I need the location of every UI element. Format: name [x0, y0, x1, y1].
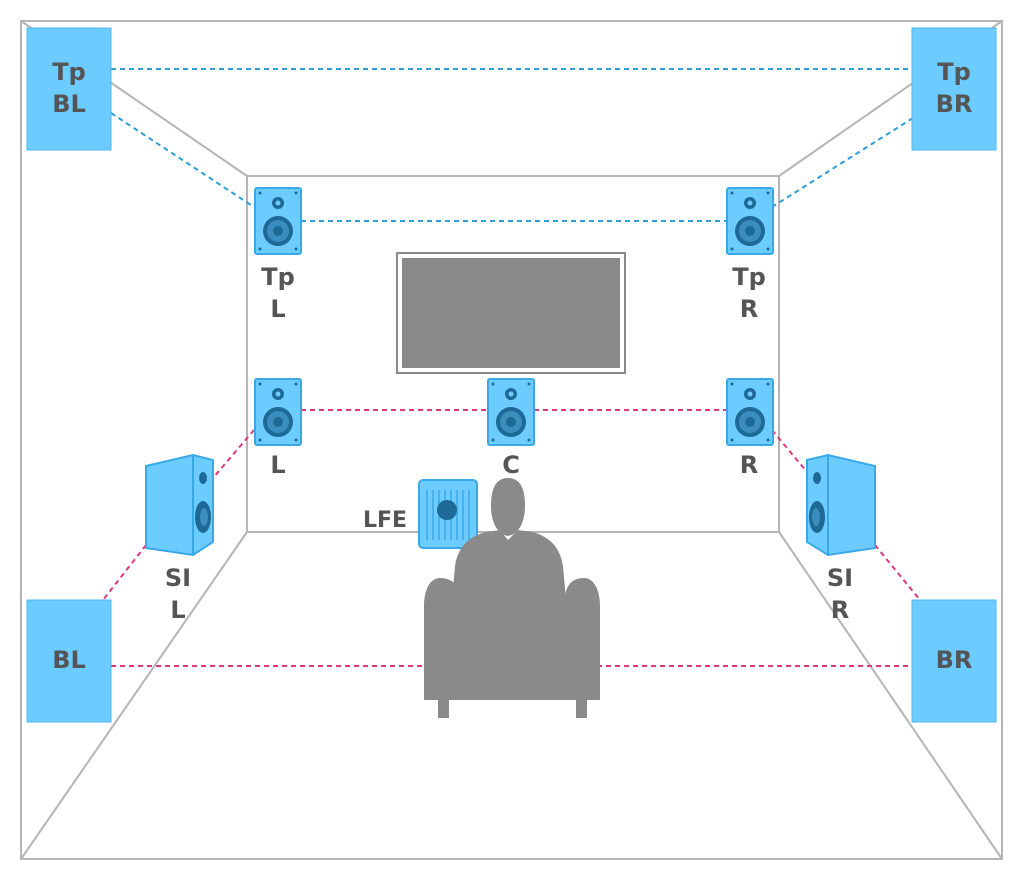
speaker-right: R [726, 378, 774, 479]
label-center: C [502, 451, 520, 479]
label-back-right: BR [936, 646, 973, 674]
label-top-back-right-line2: BR [936, 90, 973, 118]
subwoofer: LFE [363, 479, 478, 549]
speaker-back-right: BR [911, 599, 997, 723]
line-sil-bl [102, 544, 147, 601]
label-side-left-line1: SI [165, 564, 191, 592]
subwoofer-driver-icon [437, 500, 457, 520]
speaker-top-left: Tp L [254, 187, 302, 323]
speaker-icon [487, 378, 535, 446]
room-edge-bottom-left [20, 531, 248, 860]
label-top-back-left-line2: BL [52, 90, 86, 118]
tweeter-icon [813, 472, 821, 484]
speaker-side-left: SI L [145, 453, 214, 624]
label-right: R [740, 451, 758, 479]
tv-screen [396, 252, 626, 374]
room-edge-bottom-right [778, 531, 1003, 860]
speaker-side-right: SI R [806, 453, 876, 624]
label-top-left-line2: L [270, 295, 285, 323]
label-top-right-line2: R [740, 295, 758, 323]
speaker-top-right: Tp R [726, 187, 774, 323]
person-head [491, 478, 525, 536]
speaker-icon [254, 187, 302, 255]
speaker-icon [726, 187, 774, 255]
armchair [424, 578, 600, 718]
speaker-icon [726, 378, 774, 446]
line-tpbl-tpl [110, 112, 255, 208]
speaker-top-back-right: Tp BR [911, 27, 997, 151]
speaker-left: L [254, 378, 302, 479]
line-tpbr-tpr [771, 117, 914, 208]
speaker-top-back-left: Tp BL [26, 27, 112, 151]
line-sir-br [874, 544, 921, 601]
label-side-left-line2: L [170, 596, 185, 624]
label-top-back-left-line1: Tp [52, 58, 86, 86]
label-subwoofer: LFE [363, 508, 407, 533]
tweeter-icon [199, 472, 207, 484]
label-side-right-line1: SI [827, 564, 853, 592]
line-r-sir [771, 429, 813, 479]
label-side-right-line2: R [831, 596, 849, 624]
person-torso [452, 530, 566, 600]
label-left: L [270, 451, 285, 479]
height-channel-lines [110, 68, 914, 222]
speaker-back-left: BL [26, 599, 112, 723]
room-outer-frame [20, 20, 1003, 860]
label-back-left: BL [52, 646, 86, 674]
speaker-icon [254, 378, 302, 446]
speaker-center: C [487, 378, 535, 479]
label-top-back-right-line1: Tp [937, 58, 971, 86]
line-l-sil [212, 429, 255, 479]
listener-silhouette [424, 478, 600, 718]
label-top-right-line1: Tp [732, 263, 766, 291]
label-top-left-line1: Tp [261, 263, 295, 291]
